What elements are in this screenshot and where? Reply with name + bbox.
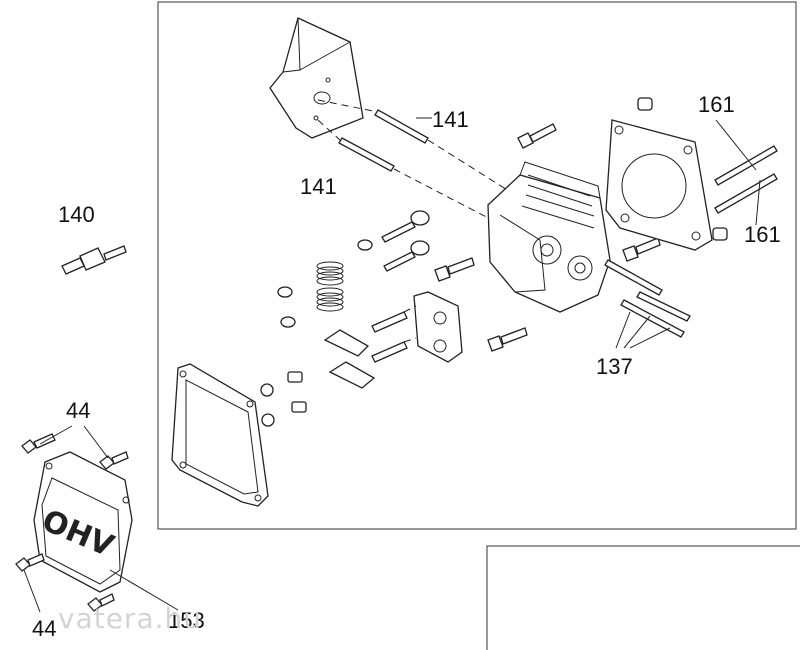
rocker-arm-upper (323, 329, 370, 357)
spark-plug (61, 245, 127, 275)
cover-bolt-3 (15, 553, 45, 572)
callout-153: 153 (168, 608, 205, 633)
cover-bolt-1 (21, 433, 56, 454)
valve-spring-upper (316, 261, 344, 286)
head-bolt-left (434, 257, 475, 282)
watermark: vatera.hu (58, 602, 202, 635)
dowel-pin-top (637, 97, 653, 111)
callout-161-lower: 161 (744, 222, 781, 247)
center-line-upper (427, 139, 521, 199)
intake-valve (381, 210, 430, 243)
cylinder-head (487, 161, 611, 313)
cover-bolt-4 (87, 593, 115, 612)
valve-retainer (357, 239, 373, 251)
valve-cover-gasket (171, 363, 269, 507)
pivot-bolt-lower (261, 401, 307, 427)
exhaust-valve (383, 240, 430, 272)
rocker-studs (371, 305, 417, 363)
dowel-pin-bottom (712, 227, 728, 241)
valve-cover (33, 451, 133, 593)
callout-141-upper: 141 (432, 107, 469, 132)
center-line-lower (393, 168, 497, 223)
stud-141-lower (317, 119, 395, 172)
rocker-arm-lower (328, 361, 376, 389)
callout-137: 137 (596, 354, 633, 379)
secondary-frame (486, 545, 800, 650)
head-bolt-right (622, 237, 661, 262)
valve-spring-lower (316, 287, 344, 312)
head-bolt-top (517, 123, 557, 149)
spring-seat-upper (277, 286, 293, 298)
heat-shield-plate (269, 17, 364, 139)
callout-161-upper: 161 (698, 92, 735, 117)
studs-137 (604, 259, 691, 338)
cover-bolt-2 (99, 451, 129, 470)
head-bolt-bottom (487, 327, 528, 352)
callout-44-upper: 44 (66, 398, 90, 423)
head-gasket (605, 119, 713, 251)
leader-lines (23, 117, 761, 613)
pins-161 (714, 145, 778, 214)
stud-141-upper (317, 99, 429, 144)
pivot-bolt-upper (260, 371, 303, 397)
callout-44-lower: 44 (32, 616, 56, 641)
callout-140: 140 (58, 202, 95, 227)
spring-seat-lower (280, 316, 296, 328)
main-frame (157, 1, 797, 530)
rocker-guide-plate (413, 291, 463, 363)
callout-141-lower: 141 (300, 174, 337, 199)
